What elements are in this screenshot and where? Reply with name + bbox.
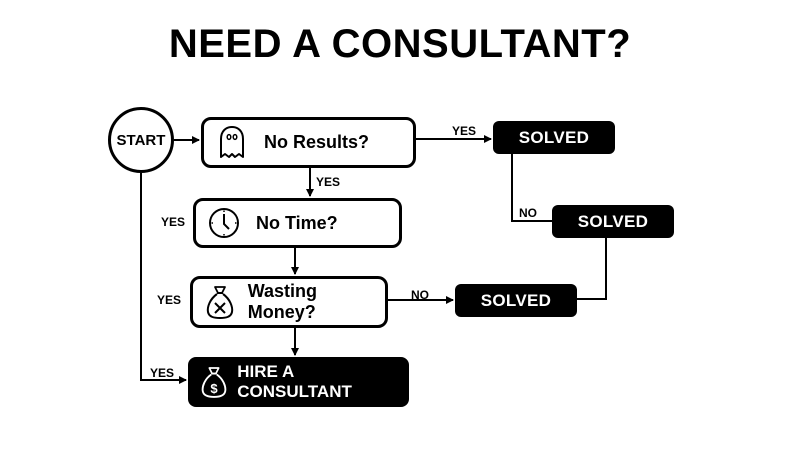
page-title: NEED A CONSULTANT?: [168, 22, 632, 66]
money-bag-x-icon: [203, 282, 238, 322]
edge-label-no: NO: [519, 206, 537, 220]
question-no-time: No Time?: [193, 198, 402, 248]
question-no-results: No Results?: [201, 117, 416, 168]
edge-label-yes: YES: [452, 124, 477, 138]
outcome-solved-3: SOLVED: [455, 284, 577, 317]
question-label: No Results?: [264, 132, 370, 152]
edge-label-yes: YES: [316, 175, 341, 189]
question-wasting-money: Wasting Money?: [190, 276, 388, 328]
hire-label: HIRE A CONSULTANT: [237, 362, 352, 401]
outcome-solved-2: SOLVED: [552, 205, 674, 238]
solved-label: SOLVED: [518, 127, 590, 147]
edge-label-no: NO: [411, 288, 429, 302]
money-bag-dollar-icon: $: [198, 362, 229, 402]
outcome-hire-consultant: $ HIRE A CONSULTANT: [188, 357, 409, 407]
start-node: START: [108, 107, 174, 173]
start-label: START: [116, 131, 166, 149]
clock-icon: [206, 203, 242, 243]
edge-label-yes: YES: [161, 215, 186, 229]
ghost-icon: [214, 123, 250, 163]
solved-label: SOLVED: [577, 211, 649, 231]
question-label: No Time?: [256, 212, 338, 233]
edge-label-yes: YES: [157, 293, 182, 307]
solved-label: SOLVED: [480, 290, 552, 310]
edge-label-yes: YES: [150, 366, 175, 380]
svg-text:$: $: [210, 381, 218, 396]
question-label: Wasting Money?: [247, 281, 318, 322]
outcome-solved-1: SOLVED: [493, 121, 615, 154]
